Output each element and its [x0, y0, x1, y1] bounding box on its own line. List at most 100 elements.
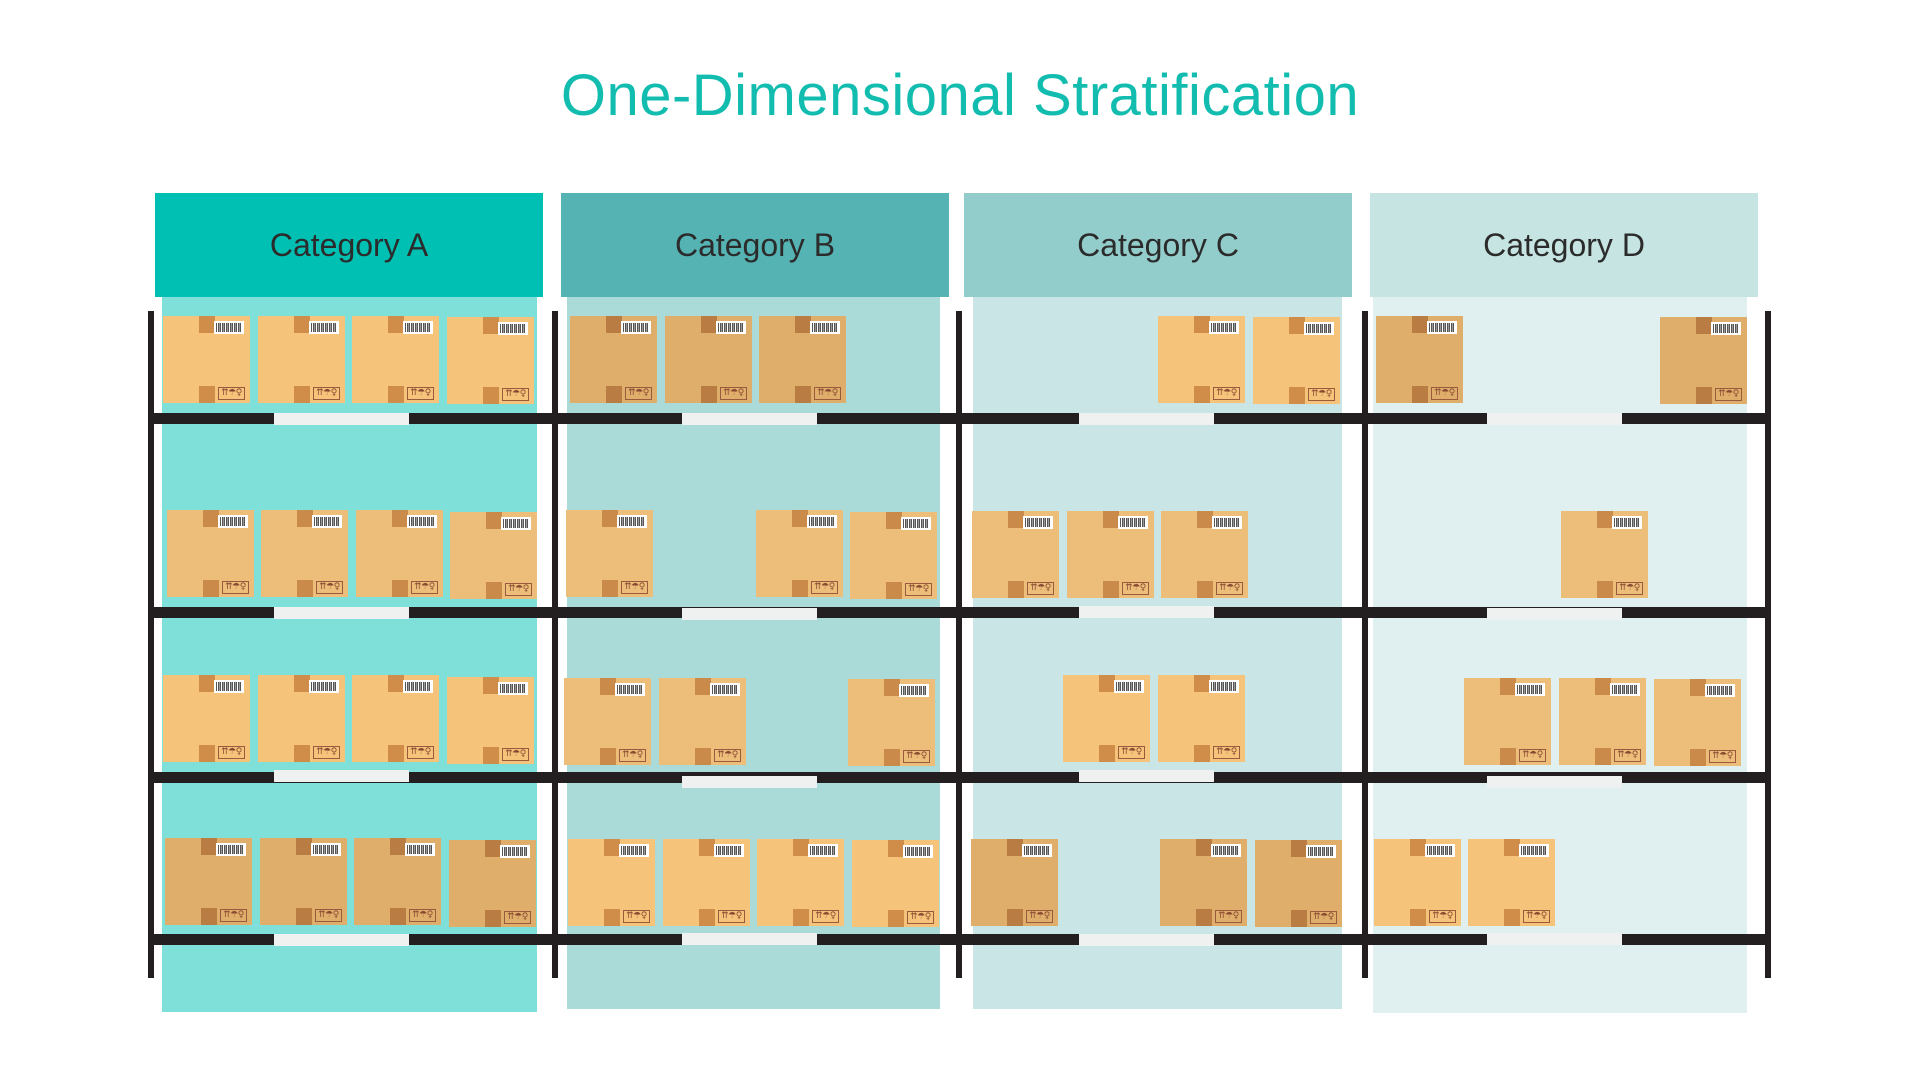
handling-symbols-icon: ⇈☂♀	[718, 910, 745, 923]
rack-post-4	[1362, 311, 1368, 978]
box: ⇈☂♀	[258, 316, 345, 403]
handling-symbols-icon: ⇈☂♀	[1215, 910, 1242, 923]
handling-symbols-icon: ⇈☂♀	[502, 388, 529, 401]
barcode-icon	[710, 683, 740, 696]
barcode-icon	[615, 683, 645, 696]
box: ⇈☂♀	[972, 511, 1059, 598]
handling-symbols-icon: ⇈☂♀	[1431, 387, 1458, 400]
handling-symbols-icon: ⇈☂♀	[1026, 910, 1053, 923]
shelf-insert	[682, 776, 817, 788]
barcode-icon	[1515, 683, 1545, 696]
barcode-icon	[1304, 322, 1334, 335]
handling-symbols-icon: ⇈☂♀	[1118, 746, 1145, 759]
handling-symbols-icon: ⇈☂♀	[505, 583, 532, 596]
barcode-icon	[903, 845, 933, 858]
barcode-icon	[501, 517, 531, 530]
barcode-icon	[1209, 321, 1239, 334]
box: ⇈☂♀	[759, 316, 846, 403]
box: ⇈☂♀	[1158, 675, 1245, 762]
barcode-icon	[214, 680, 244, 693]
barcode-icon	[1118, 516, 1148, 529]
barcode-icon	[1306, 845, 1336, 858]
box: ⇈☂♀	[1374, 839, 1461, 926]
barcode-icon	[899, 684, 929, 697]
handling-symbols-icon: ⇈☂♀	[1715, 388, 1742, 401]
shelf-insert	[274, 770, 409, 782]
category-c-header: Category C	[964, 193, 1352, 297]
box: ⇈☂♀	[1464, 678, 1551, 765]
barcode-icon	[617, 515, 647, 528]
barcode-icon	[312, 515, 342, 528]
shelf-insert	[1487, 933, 1622, 945]
category-b-header: Category B	[561, 193, 949, 297]
box: ⇈☂♀	[852, 840, 939, 927]
barcode-icon	[1705, 684, 1735, 697]
handling-symbols-icon: ⇈☂♀	[1310, 911, 1337, 924]
box: ⇈☂♀	[1660, 317, 1747, 404]
handling-symbols-icon: ⇈☂♀	[1027, 582, 1054, 595]
handling-symbols-icon: ⇈☂♀	[1709, 750, 1736, 763]
box: ⇈☂♀	[352, 316, 439, 403]
box: ⇈☂♀	[570, 316, 657, 403]
handling-symbols-icon: ⇈☂♀	[714, 749, 741, 762]
barcode-icon	[407, 515, 437, 528]
box: ⇈☂♀	[1561, 511, 1648, 598]
diagram-title: One-Dimensional Stratification	[560, 63, 1360, 128]
category-a-label: Category A	[269, 226, 429, 263]
barcode-icon	[1610, 683, 1640, 696]
handling-symbols-icon: ⇈☂♀	[1519, 749, 1546, 762]
barcode-icon	[1114, 680, 1144, 693]
handling-symbols-icon: ⇈☂♀	[1216, 582, 1243, 595]
shelf-insert	[682, 608, 817, 620]
category-c-label: Category C	[1077, 226, 1239, 263]
box: ⇈☂♀	[971, 839, 1058, 926]
barcode-icon	[216, 843, 246, 856]
box: ⇈☂♀	[163, 316, 250, 403]
box: ⇈☂♀	[449, 840, 536, 927]
handling-symbols-icon: ⇈☂♀	[1213, 746, 1240, 759]
box: ⇈☂♀	[663, 839, 750, 926]
box: ⇈☂♀	[1255, 840, 1342, 927]
shelf-insert	[1487, 413, 1622, 425]
barcode-icon	[1211, 844, 1241, 857]
rack-post-5	[1765, 311, 1771, 978]
box: ⇈☂♀	[356, 510, 443, 597]
handling-symbols-icon: ⇈☂♀	[720, 387, 747, 400]
box: ⇈☂♀	[566, 510, 653, 597]
barcode-icon	[1209, 680, 1239, 693]
shelf-insert	[274, 413, 409, 425]
box: ⇈☂♀	[354, 838, 441, 925]
handling-symbols-icon: ⇈☂♀	[1122, 582, 1149, 595]
handling-symbols-icon: ⇈☂♀	[316, 581, 343, 594]
handling-symbols-icon: ⇈☂♀	[218, 746, 245, 759]
barcode-icon	[1427, 321, 1457, 334]
handling-symbols-icon: ⇈☂♀	[1213, 387, 1240, 400]
shelf-insert	[1079, 934, 1214, 946]
handling-symbols-icon: ⇈☂♀	[619, 749, 646, 762]
barcode-icon	[1022, 844, 1052, 857]
box: ⇈☂♀	[352, 675, 439, 762]
shelf-insert	[1079, 770, 1214, 782]
barcode-icon	[714, 844, 744, 857]
box: ⇈☂♀	[1161, 511, 1248, 598]
barcode-icon	[309, 321, 339, 334]
box: ⇈☂♀	[260, 838, 347, 925]
barcode-icon	[214, 321, 244, 334]
shelf-insert	[1079, 413, 1214, 425]
barcode-icon	[1711, 322, 1741, 335]
box: ⇈☂♀	[450, 512, 537, 599]
handling-symbols-icon: ⇈☂♀	[222, 581, 249, 594]
rack-post-1	[148, 311, 154, 978]
handling-symbols-icon: ⇈☂♀	[623, 910, 650, 923]
box: ⇈☂♀	[165, 838, 252, 925]
barcode-icon	[619, 844, 649, 857]
handling-symbols-icon: ⇈☂♀	[814, 387, 841, 400]
barcode-icon	[1023, 516, 1053, 529]
barcode-icon	[403, 680, 433, 693]
category-d-header: Category D	[1370, 193, 1758, 297]
box: ⇈☂♀	[1160, 839, 1247, 926]
handling-symbols-icon: ⇈☂♀	[621, 581, 648, 594]
handling-symbols-icon: ⇈☂♀	[407, 746, 434, 759]
barcode-icon	[403, 321, 433, 334]
handling-symbols-icon: ⇈☂♀	[409, 909, 436, 922]
